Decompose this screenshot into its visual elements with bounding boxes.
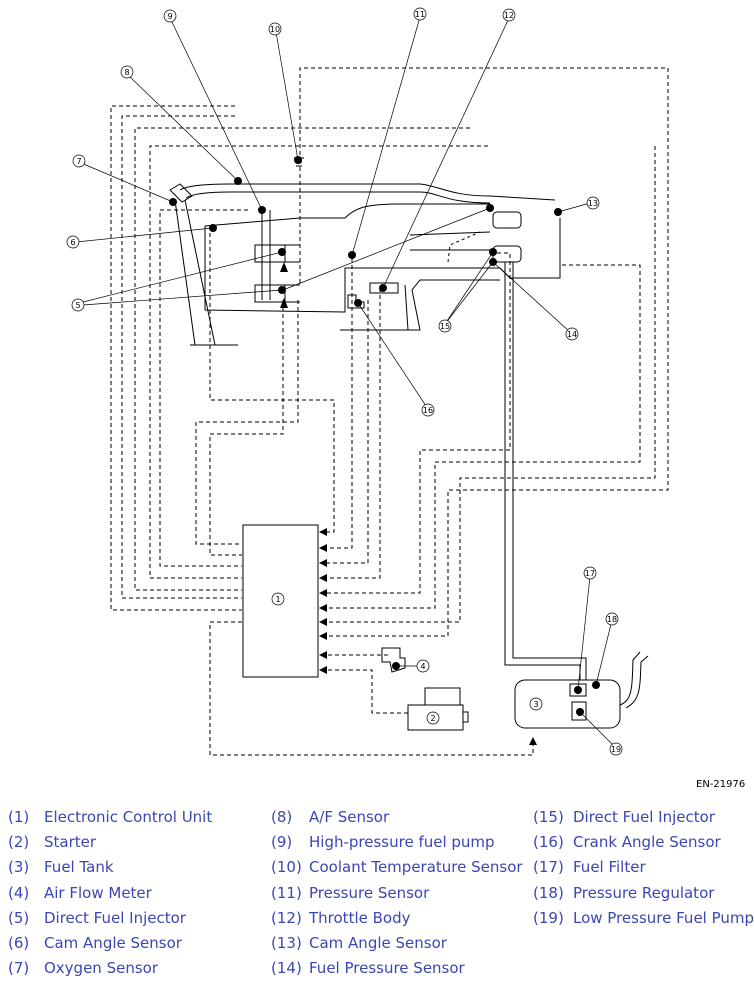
legend-label: Fuel Filter: [573, 858, 646, 877]
callout-14: 14: [565, 327, 579, 341]
svg-text:9: 9: [167, 12, 172, 21]
svg-text:12: 12: [504, 11, 514, 20]
callout-17: 17: [583, 566, 597, 580]
legend-number: (13): [271, 934, 302, 952]
legend-label: High-pressure fuel pump: [309, 833, 495, 852]
legend-label: Direct Fuel Injector: [44, 908, 186, 927]
callout-10: 10: [268, 22, 282, 36]
legend-label: Cam Angle Sensor: [44, 934, 182, 952]
callout-13: 13: [586, 196, 600, 210]
callout-9: 9: [163, 9, 177, 23]
leader-lines: [75, 16, 617, 749]
legend-label: Air Flow Meter: [44, 883, 152, 902]
svg-text:19: 19: [611, 745, 621, 754]
legend-number: (3): [8, 858, 30, 877]
callout-6: 6: [66, 235, 80, 249]
svg-text:13: 13: [588, 199, 598, 208]
signal-wiring: [110, 67, 669, 756]
svg-text:17: 17: [585, 569, 595, 578]
callout-18: 18: [605, 612, 619, 626]
document-code: EN-21976: [696, 779, 746, 790]
legend-number: (1): [8, 808, 30, 826]
connection-dots: [169, 156, 600, 716]
legend-label: Low Pressure Fuel Pump: [573, 908, 754, 927]
legend-number: (10): [271, 858, 302, 877]
svg-text:10: 10: [270, 25, 280, 34]
svg-text:7: 7: [76, 157, 81, 166]
legend-number: (15): [533, 808, 564, 826]
legend-label: Fuel Pressure Sensor: [309, 959, 465, 978]
legend-label: Cam Angle Sensor: [309, 934, 447, 952]
callout-16: 16: [421, 403, 435, 417]
svg-text:3: 3: [533, 700, 538, 709]
callout-15: 15: [438, 319, 452, 333]
legend-number: (8): [271, 808, 293, 826]
legend-label: Fuel Tank: [44, 858, 114, 877]
svg-text:8: 8: [124, 68, 129, 77]
legend-number: (17): [533, 858, 564, 877]
legend-label: Crank Angle Sensor: [573, 833, 721, 852]
svg-text:1: 1: [275, 595, 280, 604]
callout-19: 19: [609, 742, 623, 756]
svg-text:4: 4: [420, 662, 425, 671]
callout-3: 3: [529, 697, 543, 711]
callout-1: 1: [271, 592, 285, 606]
svg-text:2: 2: [430, 714, 435, 723]
callout-5: 5: [71, 298, 85, 312]
svg-text:15: 15: [440, 322, 450, 331]
legend-number: (4): [8, 883, 30, 902]
legend-number: (12): [271, 908, 302, 927]
legend-number: (6): [8, 934, 30, 952]
legend-label: Pressure Regulator: [573, 883, 715, 902]
svg-text:5: 5: [75, 301, 80, 310]
svg-text:16: 16: [423, 406, 433, 415]
legend-number: (18): [533, 883, 564, 902]
engine-and-fuel-lines: [169, 157, 649, 731]
legend-label: A/F Sensor: [309, 808, 390, 826]
legend-label: Throttle Body: [309, 908, 411, 927]
svg-text:11: 11: [415, 10, 425, 19]
callout-7: 7: [72, 154, 86, 168]
legend-label: Electronic Control Unit: [44, 808, 213, 826]
legend-number: (16): [533, 833, 564, 852]
legend-label: Coolant Temperature Sensor: [309, 858, 523, 877]
svg-text:18: 18: [607, 615, 617, 624]
callout-11: 11: [413, 7, 427, 21]
legend-number: (5): [8, 908, 30, 927]
legend-number: (2): [8, 833, 30, 852]
callout-4: 4: [416, 659, 430, 673]
legend-number: (11): [271, 883, 302, 902]
legend-label: Pressure Sensor: [309, 883, 430, 902]
callout-2: 2: [426, 711, 440, 725]
legend-label: Starter: [44, 833, 97, 852]
callout-8: 8: [120, 65, 134, 79]
legend-number: (19): [533, 908, 564, 927]
legend-number: (7): [8, 959, 30, 978]
legend-number: (14): [271, 959, 302, 978]
svg-text:14: 14: [567, 330, 577, 339]
svg-text:6: 6: [70, 238, 75, 247]
legend-number: (9): [271, 833, 293, 852]
callout-12: 12: [502, 8, 516, 22]
parts-legend: (1) Electronic Control Unit (2) Starter (3) F…: [0, 805, 754, 985]
legend-label: Oxygen Sensor: [44, 959, 159, 978]
legend-label: Direct Fuel Injector: [573, 808, 715, 826]
ecu-box: [242, 524, 319, 678]
